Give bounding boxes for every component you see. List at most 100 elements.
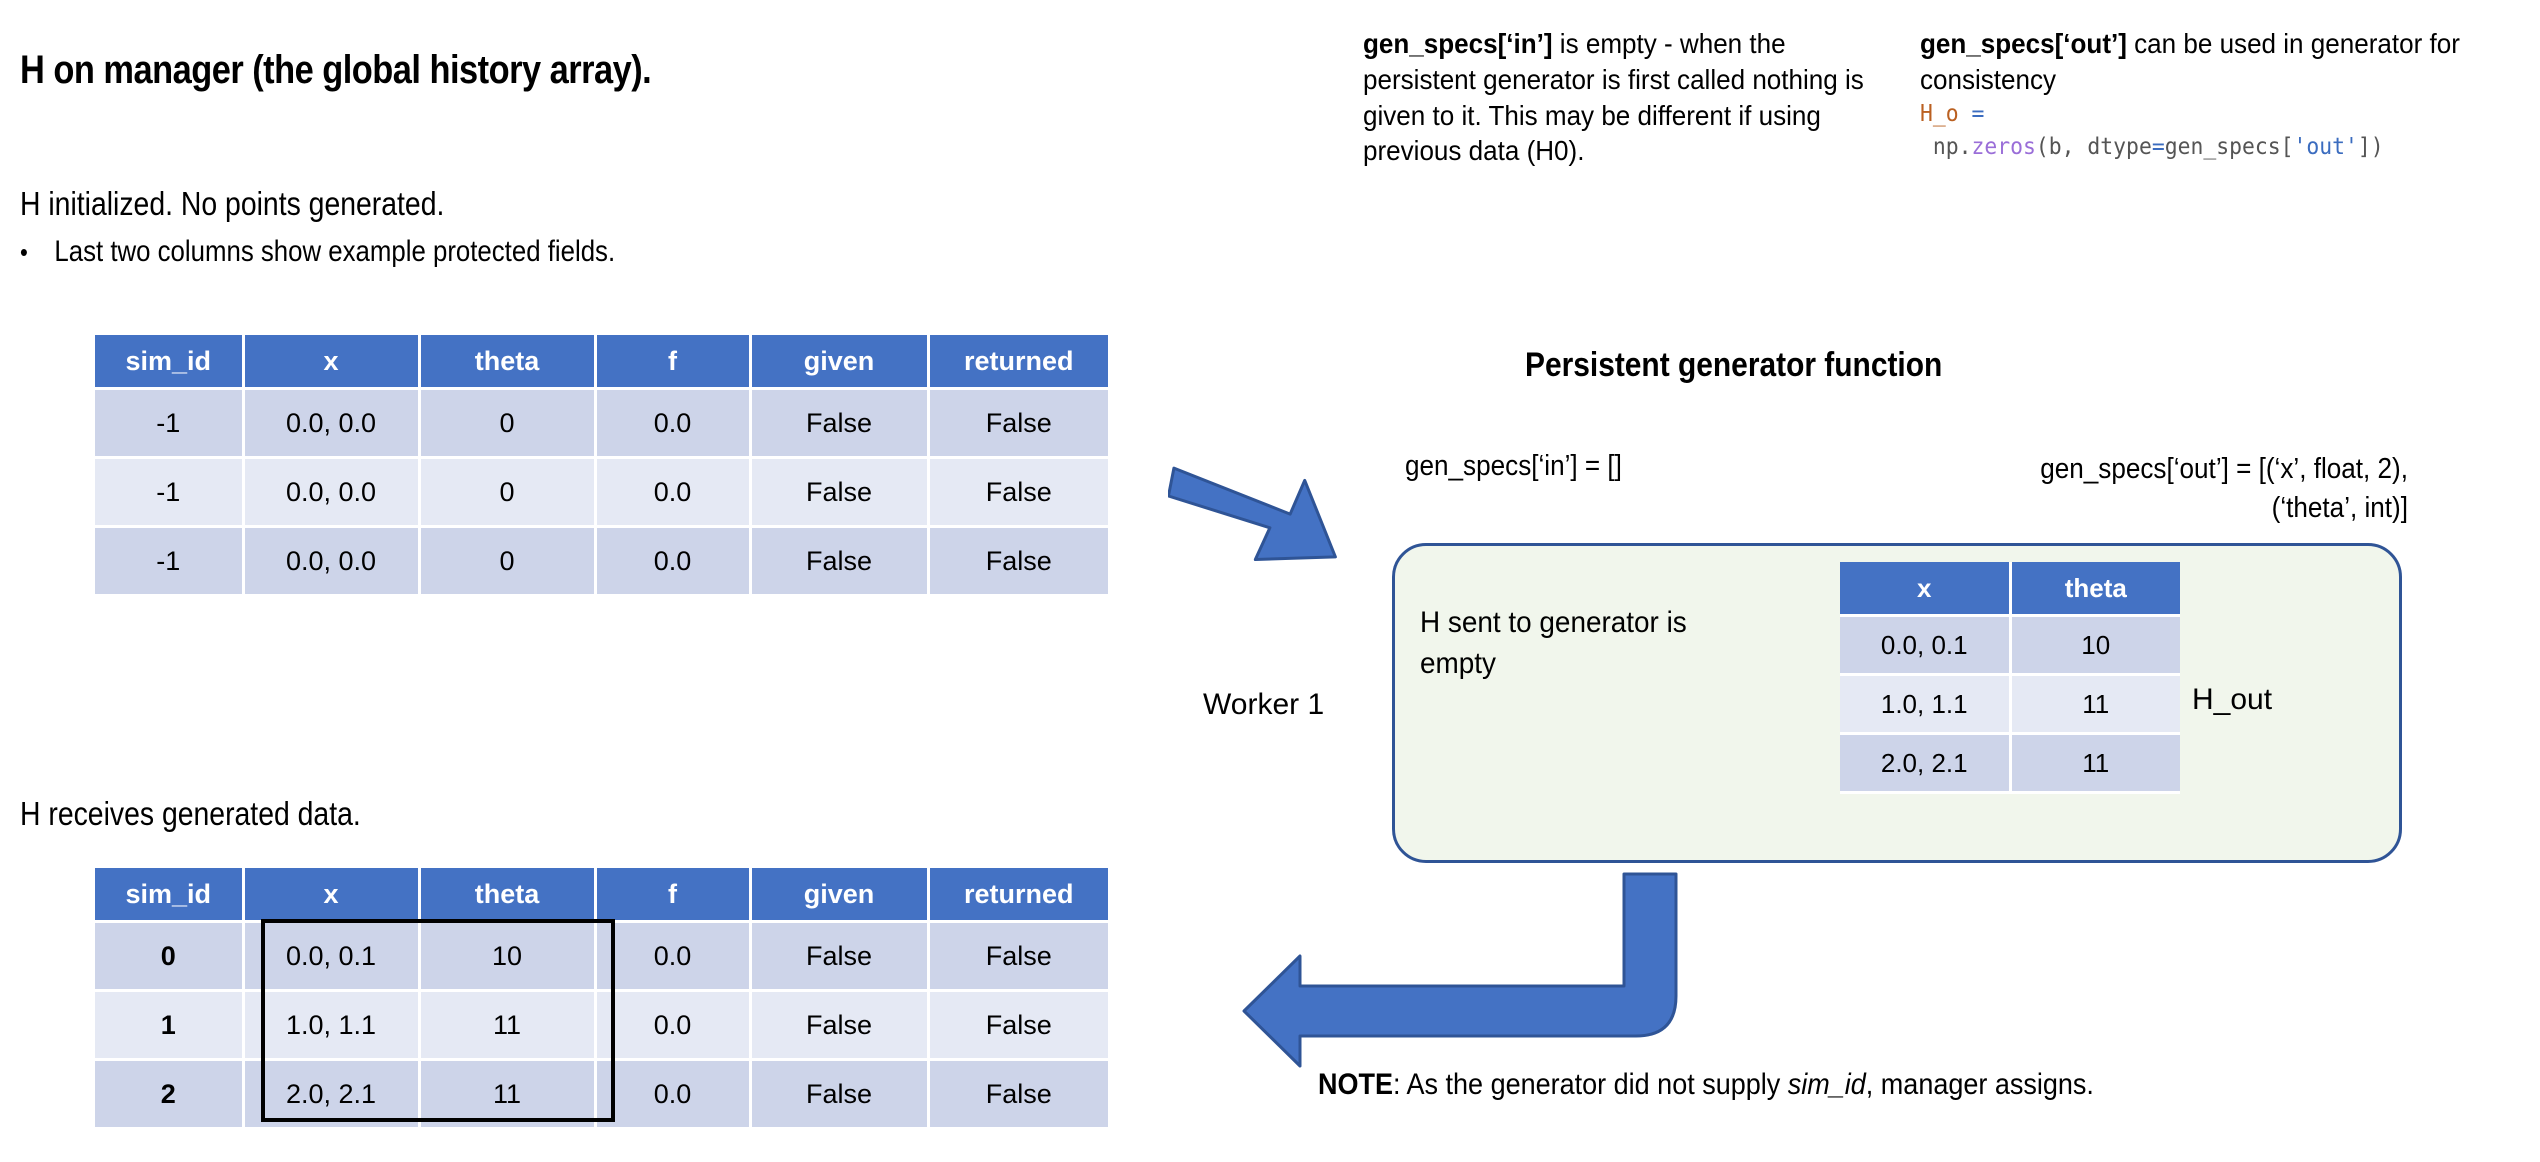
code-token-module: np. xyxy=(1920,134,1972,160)
cell-x: 0.0, 0.1 xyxy=(1840,615,2012,676)
gen-specs-out-expression-line1: gen_specs[‘out’] = [(‘x’, float, 2), xyxy=(2040,453,2408,485)
cell-x: 0.0, 0.0 xyxy=(243,526,421,597)
cell-x: 0.0, 0.0 xyxy=(243,388,421,459)
code-token-args-b: gen_specs[ xyxy=(2164,134,2294,160)
table-row: 0.0, 0.1 10 xyxy=(1840,615,2180,676)
cell-theta: 0 xyxy=(419,388,597,459)
cell-f: 0.0 xyxy=(595,526,752,597)
note-gen-specs-out-lead: gen_specs[‘out’] xyxy=(1920,28,2127,59)
cell-f: 0.0 xyxy=(595,921,752,992)
cell-x: 1.0, 1.1 xyxy=(1840,674,2012,735)
note-gen-specs-in-lead: gen_specs[‘in’] xyxy=(1363,28,1553,59)
cell-f: 0.0 xyxy=(595,388,752,459)
bottom-note-part1: : As the generator did not supply xyxy=(1393,1068,1788,1101)
persistent-generator-heading: Persistent generator function xyxy=(1525,346,1943,384)
column-header-theta: theta xyxy=(2010,562,2180,617)
table-header-row: x theta xyxy=(1840,562,2180,617)
bullet-list-item: • Last two columns show example protecte… xyxy=(20,235,615,269)
generator-box-text: H sent to generator is empty xyxy=(1420,606,1687,681)
cell-given: False xyxy=(750,457,930,528)
worker-1-label: Worker 1 xyxy=(1203,688,1325,721)
cell-returned: False xyxy=(928,388,1108,459)
cell-theta: 11 xyxy=(419,1059,597,1130)
cell-given: False xyxy=(750,1059,930,1130)
cell-sim_id: -1 xyxy=(95,457,245,528)
column-header-sim_id: sim_id xyxy=(95,868,245,923)
column-header-returned: returned xyxy=(928,868,1108,923)
cell-returned: False xyxy=(928,921,1108,992)
table-row: -1 0.0, 0.0 0 0.0 False False xyxy=(95,388,1108,459)
cell-given: False xyxy=(750,921,930,992)
note-gen-specs-in: gen_specs[‘in’] is empty - when the pers… xyxy=(1363,26,1884,169)
note-gen-specs-in-body: is empty - when the persistent generator… xyxy=(1363,28,1864,167)
column-header-x: x xyxy=(1840,562,2012,617)
table-row: 0 0.0, 0.1 10 0.0 False False xyxy=(95,921,1108,992)
cell-x: 2.0, 2.1 xyxy=(243,1059,421,1130)
table-row: -1 0.0, 0.0 0 0.0 False False xyxy=(95,457,1108,528)
table-row: 1.0, 1.1 11 xyxy=(1840,674,2180,735)
table-header-row: sim_id x theta f given returned xyxy=(95,335,1108,390)
cell-returned: False xyxy=(928,990,1108,1061)
h-receives-text: H receives generated data. xyxy=(20,795,361,832)
cell-theta: 0 xyxy=(419,457,597,528)
code-token-args-a: (b, dtype xyxy=(2035,134,2152,160)
worker-to-generator-arrow-icon xyxy=(1168,466,1337,562)
gen-specs-out-expression: gen_specs[‘out’] = [(‘x’, float, 2), (‘t… xyxy=(1850,450,2408,528)
column-header-x: x xyxy=(243,335,421,390)
gen-specs-out-expression-line2: (‘theta’, int)] xyxy=(2271,492,2408,525)
note-gen-specs-out-body: can be used in generator for consistency xyxy=(1920,28,2460,95)
cell-theta: 10 xyxy=(2010,615,2180,676)
cell-theta: 11 xyxy=(2010,674,2180,735)
table-row: -1 0.0, 0.0 0 0.0 False False xyxy=(95,526,1108,597)
code-token-string: 'out' xyxy=(2293,134,2358,160)
gen-specs-in-expression: gen_specs[‘in’] = [] xyxy=(1405,450,1622,482)
cell-theta: 11 xyxy=(419,990,597,1061)
h-initialized-text: H initialized. No points generated. xyxy=(20,185,445,222)
table-h-initialized: sim_id x theta f given returned -1 0.0, … xyxy=(95,335,1108,597)
column-header-theta: theta xyxy=(419,335,597,390)
cell-given: False xyxy=(750,388,930,459)
cell-returned: False xyxy=(928,457,1108,528)
h-out-label: H_out xyxy=(2192,683,2273,716)
column-header-sim_id: sim_id xyxy=(95,335,245,390)
cell-f: 0.0 xyxy=(595,457,752,528)
column-header-given: given xyxy=(750,335,930,390)
bullet-item-label: Last two columns show example protected … xyxy=(54,235,616,268)
column-header-theta: theta xyxy=(419,868,597,923)
generator-to-manager-arrow-icon xyxy=(1242,872,1678,1068)
table-row: 1 1.0, 1.1 11 0.0 False False xyxy=(95,990,1108,1061)
table-row: 2.0, 2.1 11 xyxy=(1840,733,2180,794)
cell-given: False xyxy=(750,526,930,597)
column-header-f: f xyxy=(595,868,752,923)
bottom-note-italic: sim_id xyxy=(1787,1068,1866,1101)
cell-sim_id: 2 xyxy=(95,1059,245,1130)
cell-x: 0.0, 0.1 xyxy=(243,921,421,992)
table-generator-output: x theta 0.0, 0.1 10 1.0, 1.1 11 2.0, 2.1… xyxy=(1840,562,2180,794)
cell-x: 1.0, 1.1 xyxy=(243,990,421,1061)
table-header-row: sim_id x theta f given returned xyxy=(95,868,1108,923)
bottom-note: NOTE: As the generator did not supply si… xyxy=(1318,1068,2094,1102)
column-header-returned: returned xyxy=(928,335,1108,390)
page-title: H on manager (the global history array). xyxy=(20,48,652,92)
note-gen-specs-out: gen_specs[‘out’] can be used in generato… xyxy=(1920,26,2515,164)
cell-f: 0.0 xyxy=(595,1059,752,1130)
cell-returned: False xyxy=(928,1059,1108,1130)
code-token-function: zeros xyxy=(1971,134,2036,160)
cell-f: 0.0 xyxy=(595,990,752,1061)
cell-sim_id: -1 xyxy=(95,388,245,459)
cell-x: 2.0, 2.1 xyxy=(1840,733,2012,794)
code-token-tail: ]) xyxy=(2357,134,2384,160)
code-token-equals: = xyxy=(2151,134,2165,160)
bottom-note-lead: NOTE xyxy=(1318,1068,1394,1101)
cell-sim_id: 1 xyxy=(95,990,245,1061)
column-header-f: f xyxy=(595,335,752,390)
cell-theta: 10 xyxy=(419,921,597,992)
cell-theta: 0 xyxy=(419,526,597,597)
cell-given: False xyxy=(750,990,930,1061)
cell-theta: 11 xyxy=(2010,733,2180,794)
code-snippet-h-o: H_o = np.zeros(b, dtype=gen_specs['out']… xyxy=(1920,98,2515,165)
table-row: 2 2.0, 2.1 11 0.0 False False xyxy=(95,1059,1108,1130)
table-h-received-data: sim_id x theta f given returned 0 0.0, 0… xyxy=(95,868,1108,1130)
bottom-note-part2: , manager assigns. xyxy=(1865,1068,2094,1101)
cell-sim_id: 0 xyxy=(95,921,245,992)
